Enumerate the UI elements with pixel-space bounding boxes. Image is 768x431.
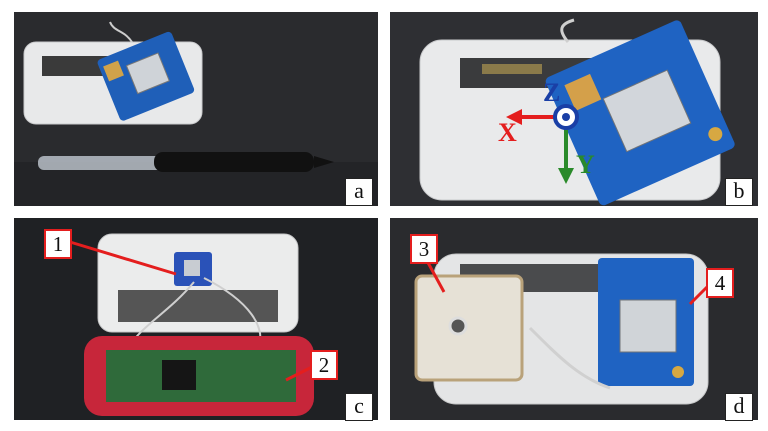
photo-panel-a xyxy=(14,12,378,206)
panel-label-d: d xyxy=(725,393,753,421)
panel-label-a: a xyxy=(345,178,373,206)
y-axis-label: Y xyxy=(576,150,595,179)
callout-3: 3 xyxy=(410,234,438,264)
panel-label-c: c xyxy=(345,393,373,421)
axis-overlay xyxy=(506,104,579,184)
photo-panel-d xyxy=(390,218,758,420)
callout-lines-d xyxy=(418,247,712,306)
raspberry-pi-board xyxy=(106,350,296,402)
photo-d-image xyxy=(390,218,758,420)
gps-antenna-patch xyxy=(414,274,524,382)
photo-c-image xyxy=(14,218,378,420)
callout-2: 2 xyxy=(310,350,338,380)
z-axis-label: Z xyxy=(543,78,561,107)
photo-a-image xyxy=(14,12,378,206)
x-axis-label: X xyxy=(498,118,517,147)
callout-4: 4 xyxy=(706,268,734,298)
callout-1: 1 xyxy=(44,229,72,259)
photo-panel-c xyxy=(14,218,378,420)
panel-label-b: b xyxy=(725,178,753,206)
